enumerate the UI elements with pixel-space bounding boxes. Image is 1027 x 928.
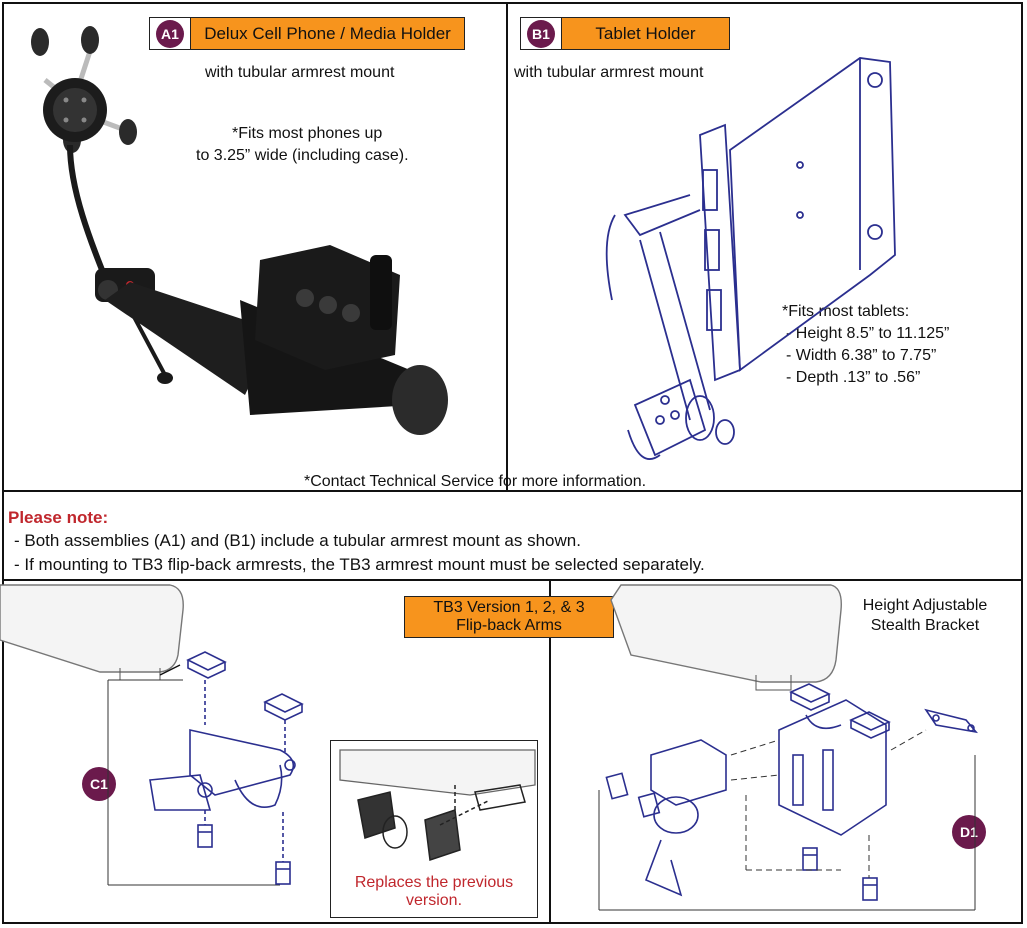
note-line-2: - If mounting to TB3 flip-back armrests,… — [14, 555, 705, 574]
a1-fit-note-line2: to 3.25” wide (including case). — [196, 147, 409, 164]
b1-fit-item-depth: - Depth .13” to .56” — [786, 369, 921, 386]
b1-subtitle: with tubular armrest mount — [514, 64, 704, 81]
b1-title: Tablet Holder — [595, 23, 696, 43]
top-divider — [506, 2, 508, 492]
a1-title-tag: A1 Delux Cell Phone / Media Holder — [149, 17, 465, 50]
d1-label-line2: Stealth Bracket — [870, 617, 980, 634]
b1-fit-item-height: - Height 8.5” to 11.125” — [786, 325, 950, 342]
c1-callout: C1 — [82, 767, 116, 801]
replaces-line1: Replaces the previous — [354, 874, 514, 891]
replaces-note: Replaces the previous version. — [330, 874, 538, 910]
contact-note: *Contact Technical Service for more info… — [304, 473, 647, 490]
b1-badge: B1 — [527, 19, 555, 48]
d1-label-line1: Height Adjustable — [862, 597, 988, 614]
replacement-inset — [330, 740, 538, 918]
note-top-divider — [2, 490, 1023, 492]
a1-badge: A1 — [156, 19, 184, 48]
c1-label-line1: TB3 Version 1, 2, & 3 — [433, 599, 585, 616]
a1-fit-note-line1: *Fits most phones up — [232, 125, 383, 142]
note-line-1: - Both assemblies (A1) and (B1) include … — [14, 531, 581, 550]
a1-subtitle: with tubular armrest mount — [205, 64, 395, 81]
bottom-divider — [549, 579, 551, 924]
replaces-line2: version. — [405, 892, 463, 909]
c1-label-line2: Flip-back Arms — [456, 617, 562, 634]
b1-title-tag: B1 Tablet Holder — [520, 17, 730, 50]
d1-bracket-illustration — [598, 584, 979, 911]
d1-callout: D1 — [952, 815, 986, 849]
tablet-holder-illustration — [605, 57, 896, 460]
a1-title: Delux Cell Phone / Media Holder — [204, 23, 451, 43]
c1-label-box: TB3 Version 1, 2, & 3 Flip-back Arms — [404, 596, 614, 638]
d1-label: Height Adjustable Stealth Bracket — [834, 596, 1016, 636]
note-bottom-divider — [2, 579, 1023, 581]
phone-holder-illustration — [31, 26, 448, 435]
b1-fit-item-width: - Width 6.38” to 7.75” — [786, 347, 937, 364]
note-title: Please note: — [8, 508, 109, 527]
c1-mount-illustration — [0, 584, 536, 886]
